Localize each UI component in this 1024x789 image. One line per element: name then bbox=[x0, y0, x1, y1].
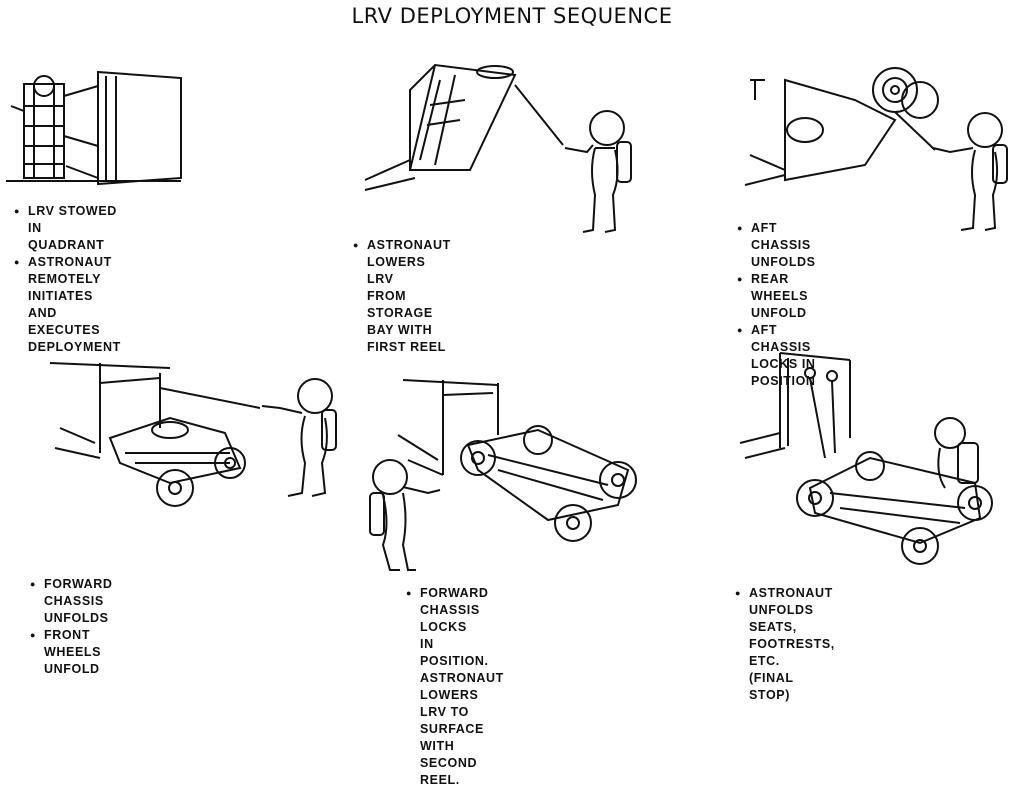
step-3-caption: AFT CHASSIS UNFOLDS REAR WHEELS UNFOLD A… bbox=[737, 220, 816, 390]
forward-chassis-unfold-illustration bbox=[50, 358, 350, 518]
step-6-caption: ASTRONAUT UNFOLDS SEATS, FOOTRESTS, ETC.… bbox=[735, 585, 835, 704]
lrv-lowered-illustration bbox=[365, 60, 635, 240]
caption-bullet: ASTRONAUT REMOTELY INITIATES AND EXECUTE… bbox=[14, 254, 121, 356]
caption-bullet: FRONT WHEELS UNFOLD bbox=[30, 627, 113, 678]
lrv-on-surface-illustration bbox=[740, 348, 1010, 578]
step-4-caption: FORWARD CHASSIS UNFOLDS FRONT WHEELS UNF… bbox=[30, 576, 113, 678]
caption-bullet: FORWARD CHASSIS LOCKS IN POSITION. ASTRO… bbox=[406, 585, 504, 789]
step-5-caption: FORWARD CHASSIS LOCKS IN POSITION. ASTRO… bbox=[406, 585, 504, 789]
caption-bullet: FORWARD CHASSIS UNFOLDS bbox=[30, 576, 113, 627]
lrv-stowed-illustration bbox=[6, 66, 186, 191]
step-1-caption: LRV STOWED IN QUADRANT ASTRONAUT REMOTEL… bbox=[14, 203, 121, 356]
caption-bullet: ASTRONAUT UNFOLDS SEATS, FOOTRESTS, ETC.… bbox=[735, 585, 835, 704]
step-2-caption: ASTRONAUT LOWERS LRV FROM STORAGE BAY WI… bbox=[353, 237, 451, 356]
caption-bullet: AFT CHASSIS UNFOLDS bbox=[737, 220, 816, 271]
caption-bullet: REAR WHEELS UNFOLD bbox=[737, 271, 816, 322]
caption-bullet: LRV STOWED IN QUADRANT bbox=[14, 203, 121, 254]
caption-bullet: AFT CHASSIS LOCKS IN POSITION bbox=[737, 322, 816, 390]
diagram-title: LRV DEPLOYMENT SEQUENCE bbox=[351, 4, 673, 28]
caption-bullet: ASTRONAUT LOWERS LRV FROM STORAGE BAY WI… bbox=[353, 237, 451, 356]
aft-chassis-unfold-illustration bbox=[745, 60, 1015, 240]
forward-chassis-lock-illustration bbox=[368, 375, 648, 575]
